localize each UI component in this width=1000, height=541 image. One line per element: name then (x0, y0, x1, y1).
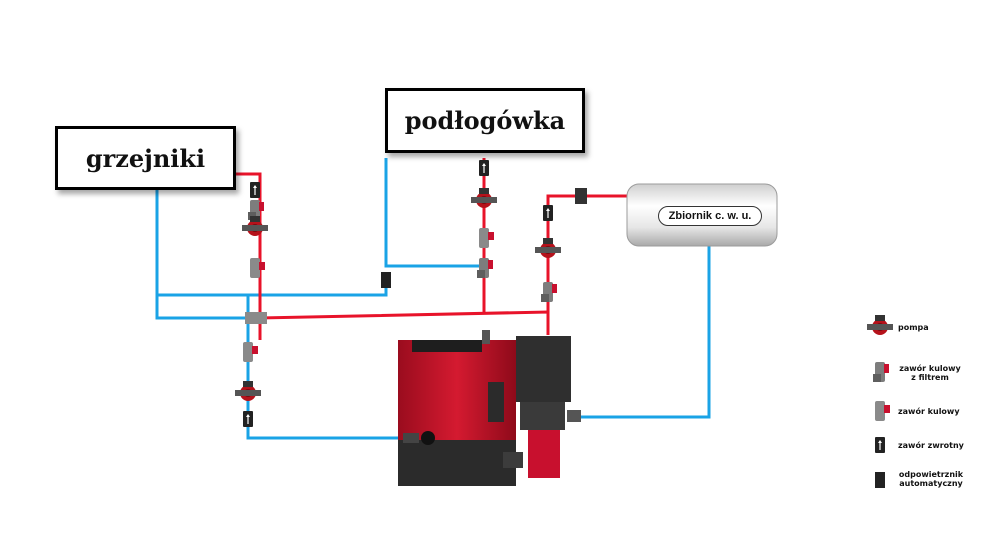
legend-icons (867, 315, 893, 488)
radiators-box: grzejniki (55, 126, 236, 190)
tank-label: Zbiornik c. w. u. (658, 206, 762, 226)
check-valve-icon (874, 436, 886, 454)
radiator-branch-fittings (235, 181, 268, 428)
legend-label-ball-valve: zawór kulowy (898, 407, 960, 416)
floor-heating-box: podłogówka (385, 88, 585, 153)
legend-label-air-vent: odpowietrznik automatyczny (898, 470, 964, 488)
ball-valve-icon (875, 401, 890, 421)
dhw-branch-fittings (535, 188, 587, 302)
air-vent-icon (875, 472, 885, 488)
supply-pipes (235, 158, 627, 340)
legend-label-pump: pompa (898, 323, 929, 332)
legend-label-ball-valve-filter: zawór kulowy z filtrem (899, 364, 961, 382)
floor-branch-fittings (381, 159, 497, 288)
boiler (398, 330, 581, 486)
ball-valve-filter-icon (873, 362, 889, 382)
pump-icon (867, 315, 893, 335)
legend-label-check-valve: zawór zwrotny (898, 441, 964, 450)
